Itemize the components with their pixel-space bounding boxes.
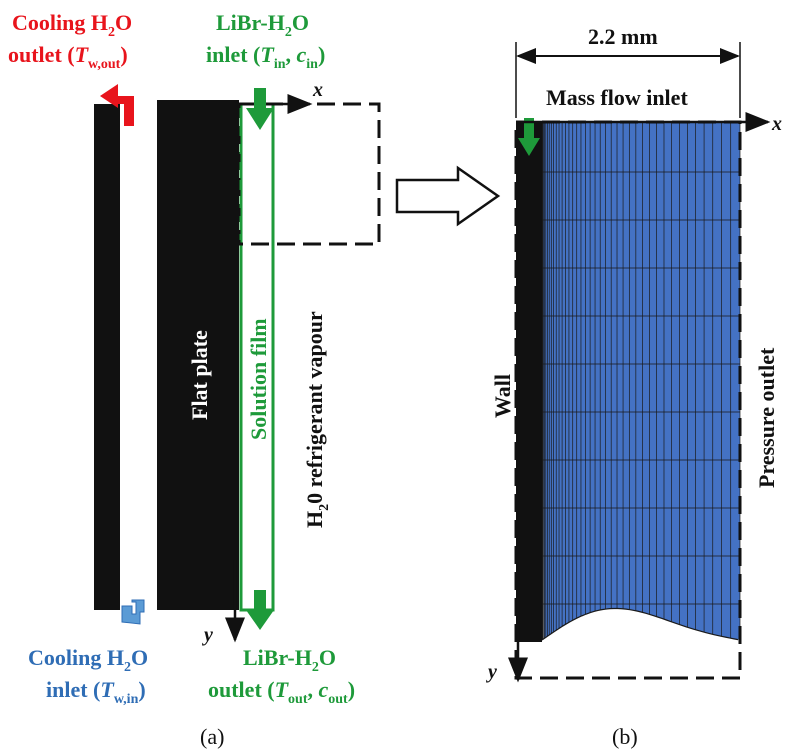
zoom-arrow: [395, 165, 501, 227]
cooling-inlet-label-line1: Cooling H2O: [28, 645, 148, 675]
caption-a: (a): [200, 724, 224, 749]
y-axis-label-b: y: [486, 661, 497, 683]
mesh-fill: [542, 122, 740, 640]
libr-outlet-label-line1: LiBr-H2O: [243, 645, 336, 675]
mass-flow-arrow: [518, 118, 540, 156]
libr-outlet-label-line2: outlet (Tout, cout): [208, 677, 355, 707]
flat-plate: [157, 100, 239, 610]
width-label: 2.2 mm: [588, 24, 658, 49]
pressure-outlet-label: Pressure outlet: [754, 347, 779, 488]
panel-a: x y Cooling H2O outlet (Tw,out) LiBr-H2O…: [8, 10, 381, 749]
caption-b: (b): [612, 724, 638, 749]
cooling-outlet-label-line1: Cooling H2O: [12, 10, 132, 40]
refrigerant-vapour-label: H20 refrigerant vapour: [302, 311, 332, 528]
flat-plate-label: Flat plate: [187, 330, 212, 420]
wall-label: Wall: [490, 374, 515, 418]
x-axis-label: x: [312, 79, 323, 101]
computational-mesh: [541, 122, 741, 641]
cooling-inlet-arrow: [121, 599, 145, 625]
cooling-channel-wall: [94, 104, 120, 610]
libr-inlet-label-line2: inlet (Tin, cin): [206, 42, 325, 72]
solution-film-label: Solution film: [246, 318, 271, 440]
wall: [516, 122, 542, 642]
libr-outlet-arrow: [246, 590, 274, 630]
y-axis-label: y: [202, 624, 213, 646]
cooling-inlet-label-line2: inlet (Tw,in): [46, 677, 146, 707]
panel-b: 2.2 mm Mass flow inlet x y Wall Pressure…: [486, 24, 782, 749]
libr-inlet-arrow: [246, 88, 274, 130]
film-free-surface: [541, 607, 739, 641]
cooling-outlet-arrow: [100, 84, 144, 126]
cooling-outlet-label-line2: outlet (Tw,out): [8, 42, 128, 72]
mass-flow-inlet-label: Mass flow inlet: [546, 85, 688, 110]
x-axis-label-b: x: [771, 113, 782, 135]
libr-inlet-label-line1: LiBr-H2O: [216, 10, 309, 40]
